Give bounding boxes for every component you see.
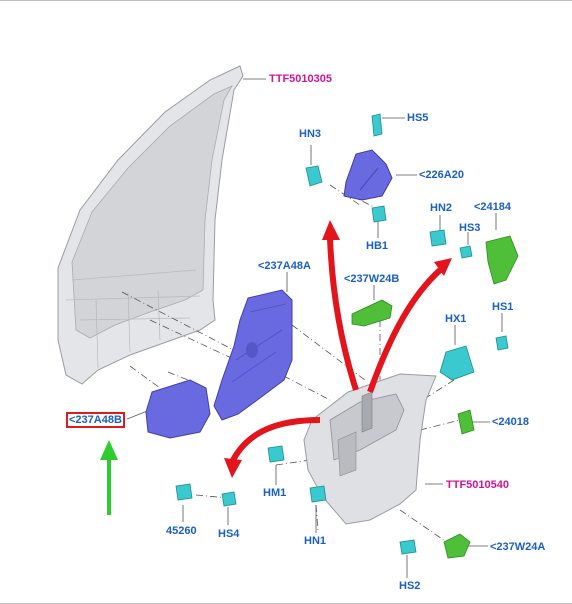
part-237w24b [351, 299, 393, 327]
part-237w24a [443, 533, 471, 559]
label-hs2: HS2 [399, 580, 421, 592]
label-hs1: HS1 [492, 301, 514, 313]
green-parts [351, 235, 519, 559]
label-24184: <24184 [474, 201, 512, 213]
part-24184 [485, 235, 519, 285]
label-237a48a: <237A48A [258, 260, 311, 272]
label-hs5: HS5 [407, 112, 429, 124]
label-24018: <24018 [492, 416, 530, 428]
part-24018 [457, 409, 475, 435]
top-border [0, 0, 572, 1]
cyan-clips [175, 113, 509, 555]
label-hb1: HB1 [366, 240, 389, 252]
label-hx1: HX1 [445, 313, 467, 325]
label-leaders [126, 78, 503, 578]
green-arrow [100, 440, 118, 515]
label-hs4: HS4 [218, 528, 240, 540]
label-45260: 45260 [166, 525, 197, 537]
bracket-226a20 [343, 149, 393, 201]
label-ttf5010305: TTF5010305 [269, 73, 332, 85]
label-226a20: <226A20 [419, 169, 464, 181]
label-hn2: HN2 [430, 202, 453, 214]
label-hn3: HN3 [299, 128, 322, 140]
label-hn1: HN1 [304, 535, 327, 547]
door-frame [57, 65, 244, 385]
pad-237a48b [145, 379, 211, 439]
label-ttf5010540: TTF5010540 [446, 479, 509, 491]
label-237a48b: <237A48B [66, 412, 125, 428]
door-trim-panel [303, 373, 437, 525]
label-237w24b: <237W24B [344, 273, 400, 285]
label-hm1: HM1 [263, 487, 287, 499]
label-hs3: HS3 [459, 222, 481, 234]
label-237w24a: <237W24A [490, 541, 546, 553]
red-arrows [224, 220, 452, 478]
